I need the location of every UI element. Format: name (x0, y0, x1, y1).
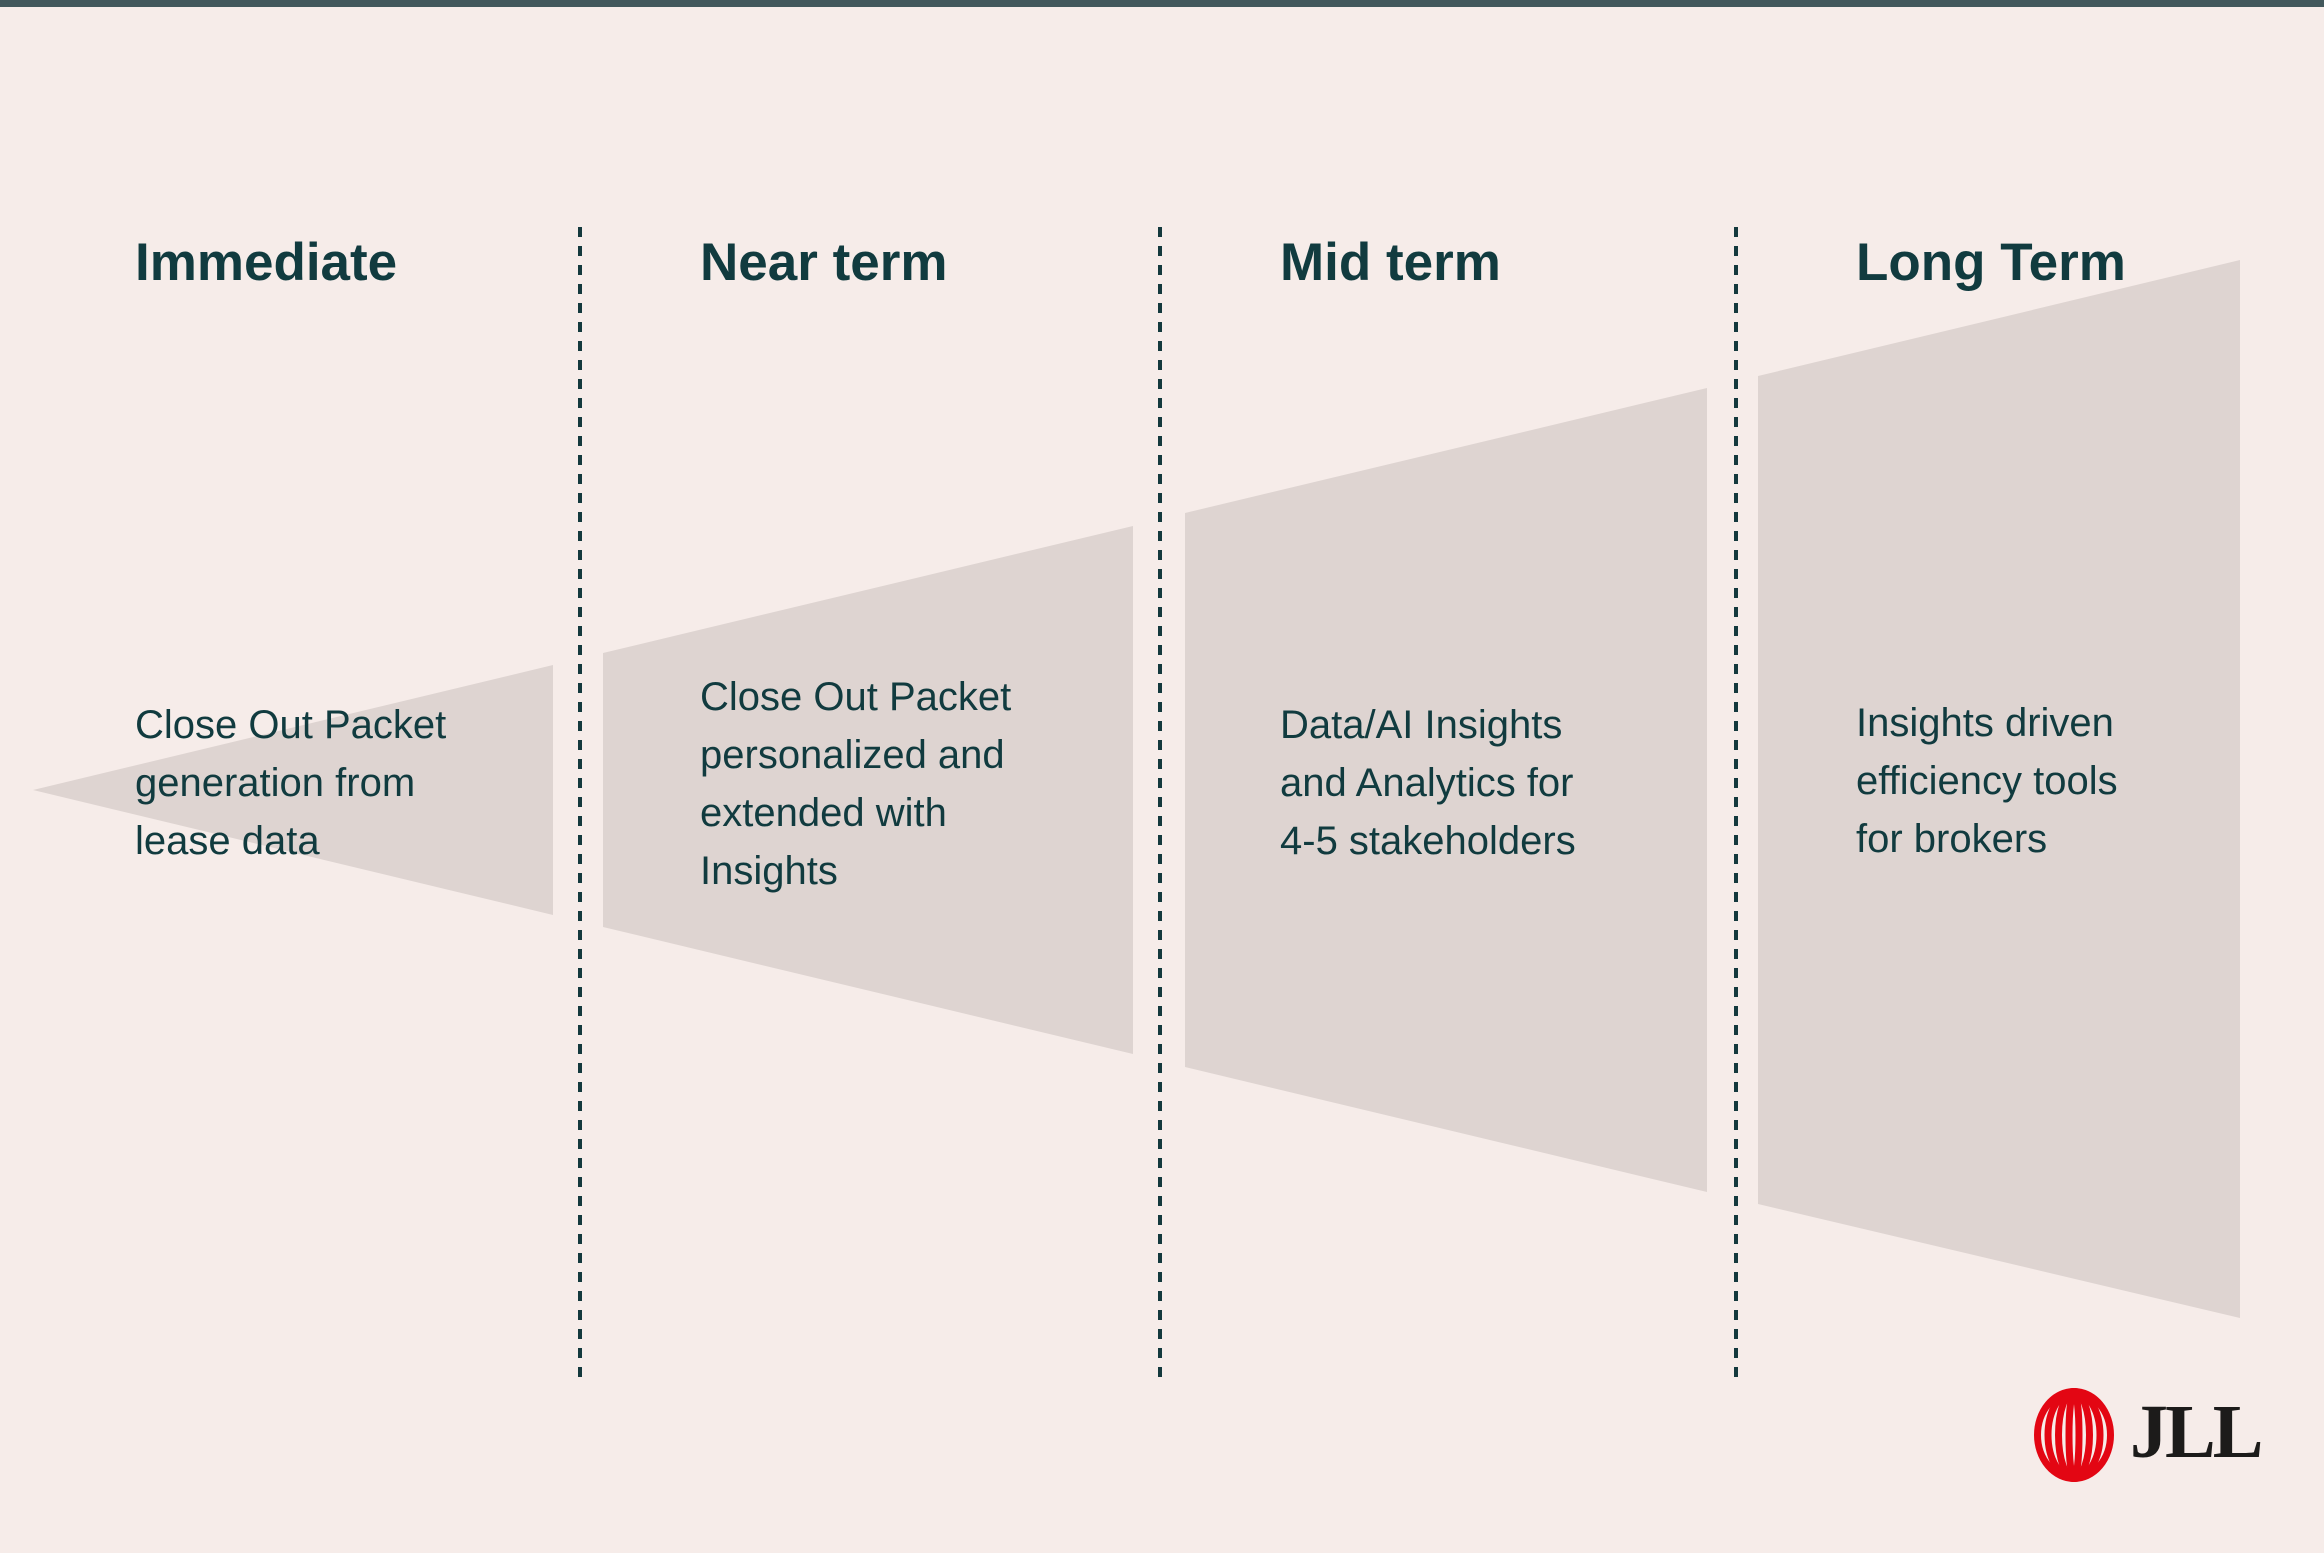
phase-description-long-term: Insights driven efficiency tools for bro… (1856, 701, 2118, 861)
dashed-divider-1 (578, 227, 582, 1385)
funnel-segment-near-term (603, 526, 1133, 1054)
dashed-divider-3 (1734, 227, 1738, 1385)
funnel-segment-immediate (33, 665, 553, 915)
phase-description-immediate: Close Out Packet generation from lease d… (135, 703, 447, 863)
phase-description-near-term: Close Out Packet personalized and extend… (700, 675, 1012, 893)
funnel-segment-long-term (1758, 260, 2240, 1318)
jll-globe-icon (2034, 1388, 2114, 1482)
dashed-divider-2 (1158, 227, 1162, 1385)
top-accent-bar (0, 0, 2324, 7)
funnel-segment-mid-term (1185, 388, 1707, 1192)
phase-heading-long-term: Long Term (1856, 233, 2126, 292)
jll-wordmark: JLL (2130, 1390, 2263, 1474)
jll-logo: JLL (2030, 1388, 2263, 1482)
phase-heading-mid-term: Mid term (1280, 233, 1501, 292)
phase-description-mid-term: Data/AI Insights and Analytics for 4-5 s… (1280, 703, 1576, 863)
phase-heading-near-term: Near term (700, 233, 948, 292)
phase-heading-immediate: Immediate (135, 233, 398, 292)
